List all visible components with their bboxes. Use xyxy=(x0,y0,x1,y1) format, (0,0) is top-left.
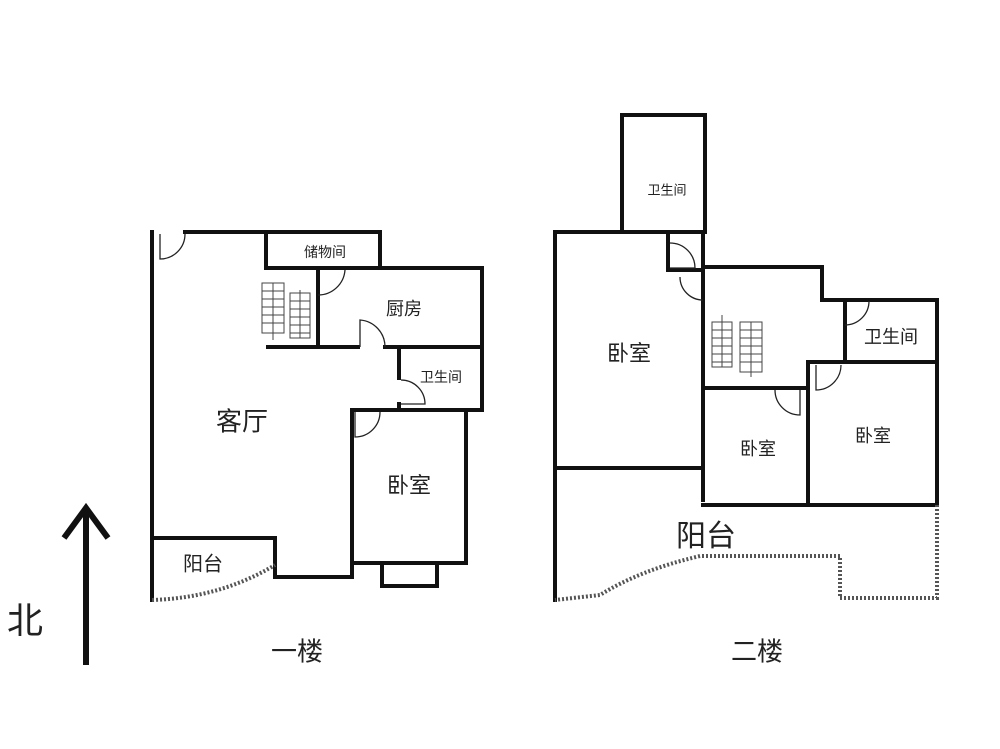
floor2-walls xyxy=(553,113,939,602)
room-label-bath2: 卫生间 xyxy=(864,327,918,348)
north-arrow-icon xyxy=(61,502,111,665)
floor2-stairs-icon xyxy=(711,315,763,377)
room-label-kitchen: 厨房 xyxy=(386,299,422,320)
floor2-title: 二楼 xyxy=(730,637,784,668)
room-label-storage: 储物间 xyxy=(304,245,346,261)
north-label: 北 xyxy=(6,601,44,642)
room-label-bath-top: 卫生间 xyxy=(647,183,687,199)
room-label-bedroom-mid: 卧室 xyxy=(740,439,776,460)
room-label-balcony: 阳台 xyxy=(183,551,223,576)
room-label-bedroom: 卧室 xyxy=(386,474,432,499)
floor1-walls xyxy=(150,230,484,602)
room-label-bedroom-right: 卧室 xyxy=(855,426,891,447)
room-label-bath: 卫生间 xyxy=(420,370,462,386)
floor1-stairs-icon xyxy=(261,282,311,340)
room-label-balcony2: 阳台 xyxy=(676,519,736,554)
room-label-living: 客厅 xyxy=(215,407,269,438)
floor1-title: 一楼 xyxy=(270,637,324,668)
room-label-bedroom-big: 卧室 xyxy=(606,342,652,367)
